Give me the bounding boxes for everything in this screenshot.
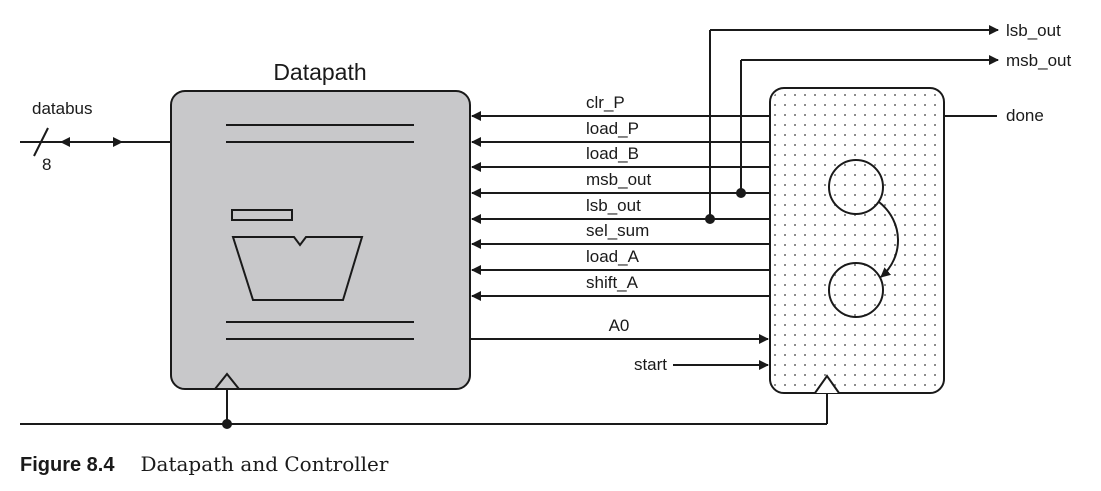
- figure-title: Datapath and Controller: [140, 452, 389, 476]
- controller-clock-icon: [814, 374, 840, 394]
- junction-dot: [705, 214, 715, 224]
- bus-width-label: 8: [42, 155, 51, 174]
- controller-block: [769, 87, 945, 394]
- databus-label: databus: [32, 99, 93, 118]
- clock-line: [20, 389, 828, 429]
- arrow-left-icon: [60, 137, 70, 147]
- a0-label: A0: [609, 316, 630, 335]
- lsb-out-output-label: lsb_out: [1006, 21, 1061, 40]
- control-signal-labels: clr_P load_P load_B msb_out lsb_out sel_…: [586, 93, 651, 292]
- register-box: [231, 209, 293, 221]
- signal-label: msb_out: [586, 170, 651, 189]
- junction-dot: [222, 419, 232, 429]
- control-signal-wires: [471, 111, 770, 301]
- signal-label: lsb_out: [586, 196, 641, 215]
- bus-width-slash: [33, 127, 49, 157]
- start-label: start: [634, 355, 667, 374]
- datapath-clock-icon: [214, 372, 240, 390]
- figure-number: Figure 8.4: [20, 454, 115, 476]
- signal-label: load_A: [586, 247, 640, 266]
- output-taps: [705, 25, 999, 224]
- signal-label: load_P: [586, 119, 639, 138]
- datapath-block: [170, 90, 471, 390]
- adder-shape: [231, 236, 364, 301]
- signal-label: clr_P: [586, 93, 625, 112]
- databus: [20, 127, 171, 157]
- done-label: done: [1006, 106, 1044, 125]
- datapath-title: Datapath: [273, 59, 366, 85]
- state-circle: [828, 262, 884, 318]
- arrow-right-icon: [113, 137, 123, 147]
- signal-label: shift_A: [586, 273, 639, 292]
- junction-dot: [736, 188, 746, 198]
- signal-label: load_B: [586, 144, 639, 163]
- state-transition-arrow: [878, 201, 899, 278]
- figure-caption: Figure 8.4 Datapath and Controller: [20, 452, 388, 482]
- msb-out-output-label: msb_out: [1006, 51, 1071, 70]
- signal-label: sel_sum: [586, 221, 649, 240]
- state-circle: [828, 159, 884, 215]
